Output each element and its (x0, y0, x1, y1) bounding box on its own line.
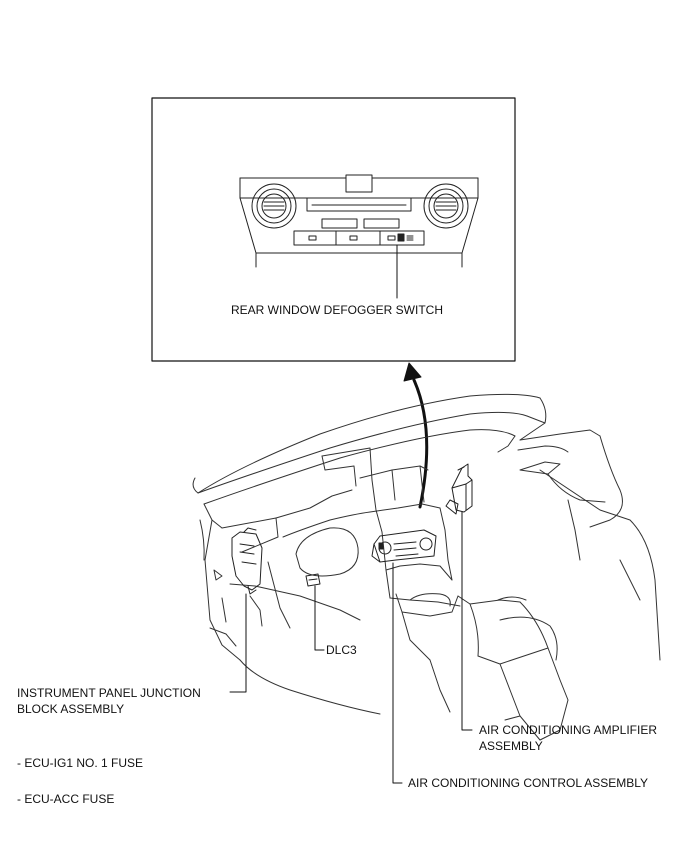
control-panel-closeup (239, 174, 479, 299)
fuse-ecu-acc-label: - ECU-ACC FUSE (17, 792, 115, 806)
ac-amplifier-label-line2: ASSEMBLY (479, 739, 543, 753)
dlc3-connector-drawing (305, 573, 321, 587)
up-arrow-icon (403, 362, 429, 509)
ac-amplifier-assembly-drawing (445, 463, 473, 515)
dlc3-label: DLC3 (326, 643, 357, 657)
leader-lines (229, 511, 473, 784)
junction-block-drawing (231, 527, 263, 595)
ac-control-label: AIR CONDITIONING CONTROL ASSEMBLY (408, 776, 649, 790)
junction-block-label-line1: INSTRUMENT PANEL JUNCTION (17, 686, 201, 700)
dashboard-drawing (192, 393, 661, 741)
ac-control-assembly-drawing (371, 529, 437, 563)
junction-block-label-line2: BLOCK ASSEMBLY (17, 702, 125, 716)
fuse-ecu-ig1-label: - ECU-IG1 NO. 1 FUSE (17, 756, 144, 770)
inset-frame (151, 97, 516, 362)
rear-defogger-button-icon (397, 233, 405, 242)
ac-amplifier-label-line1: AIR CONDITIONING AMPLIFIER (479, 723, 658, 737)
rear-window-defogger-switch-label: REAR WINDOW DEFOGGER SWITCH (231, 303, 443, 317)
